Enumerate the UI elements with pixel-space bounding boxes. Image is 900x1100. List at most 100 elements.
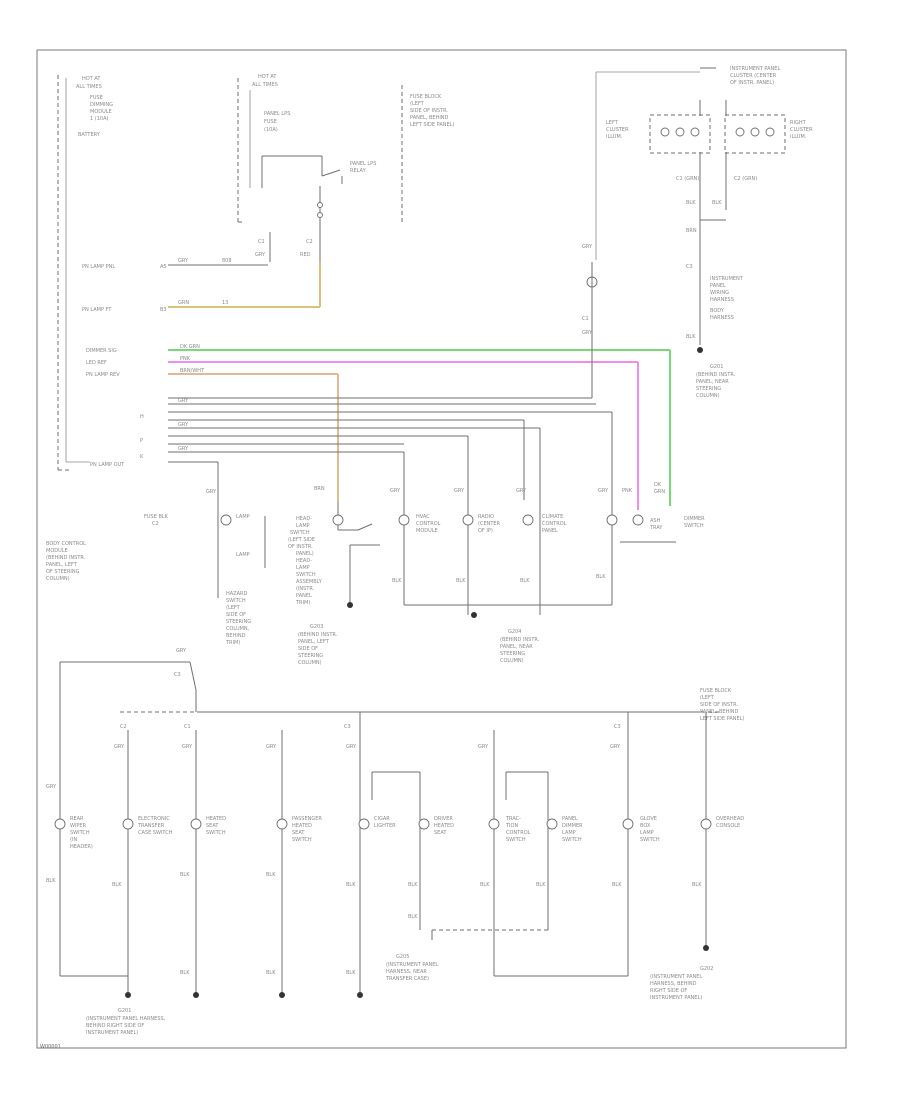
svg-text:SWITCH: SWITCH — [290, 530, 310, 536]
svg-text:GRY: GRY — [178, 446, 189, 452]
svg-text:SEAT: SEAT — [206, 823, 219, 829]
svg-text:BATTERY: BATTERY — [78, 132, 101, 138]
svg-text:LED REF: LED REF — [86, 360, 107, 366]
svg-text:MODULE: MODULE — [46, 548, 68, 554]
svg-text:C3: C3 — [344, 724, 351, 730]
svg-text:(IN: (IN — [70, 837, 77, 843]
svg-text:C3: C3 — [614, 724, 621, 730]
svg-text:C3: C3 — [686, 264, 693, 270]
svg-text:BEHIND RIGHT SIDE OF: BEHIND RIGHT SIDE OF — [86, 1023, 144, 1029]
svg-text:INSTRUMENT PANEL: INSTRUMENT PANEL — [730, 66, 780, 72]
svg-text:HEADER): HEADER) — [70, 844, 93, 850]
svg-text:808: 808 — [222, 258, 232, 264]
svg-text:CLUSTER: CLUSTER — [606, 127, 629, 133]
svg-text:FUSE: FUSE — [264, 119, 277, 125]
svg-text:SWITCH: SWITCH — [292, 837, 312, 843]
svg-text:BLK: BLK — [612, 882, 622, 888]
svg-text:CONSOLE: CONSOLE — [716, 823, 740, 829]
svg-text:COLUMN): COLUMN) — [298, 660, 322, 666]
svg-text:(BEHIND INSTR.: (BEHIND INSTR. — [46, 555, 86, 561]
svg-text:GRY: GRY — [478, 744, 489, 750]
svg-text:SWITCH: SWITCH — [640, 837, 660, 843]
svg-text:PANEL: PANEL — [710, 283, 726, 289]
svg-text:HOT AT: HOT AT — [82, 76, 101, 82]
svg-text:SIDE OF: SIDE OF — [298, 646, 318, 652]
svg-text:B3: B3 — [160, 307, 167, 313]
svg-text:ILLUM.: ILLUM. — [790, 134, 807, 140]
svg-text:SWITCH: SWITCH — [70, 830, 90, 836]
svg-text:HARNESS, NEAR: HARNESS, NEAR — [386, 969, 427, 975]
svg-text:C2 (GRN): C2 (GRN) — [734, 176, 757, 182]
dimming-module: HOT AT ALL TIMES FUSE DIMMING MODULE 1 (… — [46, 75, 113, 582]
svg-text:CONTROL: CONTROL — [506, 830, 531, 836]
svg-text:DIMMER: DIMMER — [562, 823, 583, 829]
svg-text:PANEL, LEFT: PANEL, LEFT — [46, 562, 78, 568]
svg-text:ILLUM.: ILLUM. — [606, 134, 623, 140]
svg-text:G201: G201 — [710, 364, 723, 370]
svg-text:FUSE BLOCK: FUSE BLOCK — [410, 94, 442, 100]
svg-text:G201: G201 — [118, 1008, 131, 1014]
svg-text:CLUSTER (CENTER: CLUSTER (CENTER — [730, 73, 777, 79]
svg-text:DK GRN: DK GRN — [180, 344, 200, 350]
svg-text:SWITCH: SWITCH — [206, 830, 226, 836]
svg-text:C3: C3 — [174, 672, 181, 678]
svg-text:GRY: GRY — [178, 422, 189, 428]
middle-switches: GRY LAMP LAMP HAZARD SWITCH (LEFT SIDE O… — [144, 412, 705, 666]
svg-text:(10A): (10A) — [264, 127, 278, 133]
svg-text:PANEL, BEHIND: PANEL, BEHIND — [410, 115, 449, 121]
svg-text:ALL TIMES: ALL TIMES — [76, 84, 102, 90]
bottom-switches: REAR WIPER SWITCH (IN HEADER) BLK GRY EL… — [46, 712, 744, 1036]
svg-text:(BEHIND INSTR.: (BEHIND INSTR. — [298, 632, 338, 638]
svg-text:PN LAMP PNL: PN LAMP PNL — [82, 264, 115, 270]
svg-text:PN LAMP REV: PN LAMP REV — [86, 372, 120, 378]
svg-text:BLK: BLK — [180, 970, 190, 976]
svg-text:SIDE OF INSTR.: SIDE OF INSTR. — [410, 108, 448, 114]
svg-text:RADIO: RADIO — [478, 514, 494, 520]
svg-text:OVERHEAD: OVERHEAD — [716, 816, 744, 822]
svg-text:G204: G204 — [508, 629, 521, 635]
svg-text:PANEL, NEAR: PANEL, NEAR — [500, 644, 533, 650]
svg-text:GRY: GRY — [266, 744, 277, 750]
svg-text:(BEHIND INSTR.: (BEHIND INSTR. — [696, 372, 736, 378]
svg-text:BOX: BOX — [640, 823, 651, 829]
lower-bus: GRY C3 FUSE BLOCK (LEFT SIDE OF INSTR. P… — [59, 648, 744, 976]
svg-text:(INSTRUMENT PANEL HARNESS,: (INSTRUMENT PANEL HARNESS, — [86, 1016, 166, 1022]
svg-text:CIGAR: CIGAR — [374, 816, 390, 822]
svg-text:GRY: GRY — [516, 488, 527, 494]
svg-text:(CENTER: (CENTER — [478, 521, 501, 527]
svg-text:HAZARD: HAZARD — [226, 591, 248, 597]
input-wires: PN LAMP PNL A5 GRY 808 PN LAMP FT B3 GRN… — [82, 258, 671, 510]
svg-text:BLK: BLK — [266, 970, 276, 976]
svg-text:STEERING: STEERING — [500, 651, 525, 657]
svg-text:A5: A5 — [160, 264, 167, 270]
svg-text:HARNESS, BEHIND: HARNESS, BEHIND — [650, 981, 697, 987]
svg-text:PANEL LPS: PANEL LPS — [350, 161, 376, 167]
svg-text:CONTROL: CONTROL — [416, 521, 441, 527]
svg-text:GRY: GRY — [114, 744, 125, 750]
svg-text:TION: TION — [505, 823, 518, 829]
svg-text:STEERING: STEERING — [696, 386, 721, 392]
svg-text:BODY: BODY — [710, 308, 725, 314]
footer-code: W00001 — [40, 1044, 61, 1050]
svg-text:LAMP: LAMP — [296, 523, 310, 529]
svg-text:CASE SWITCH: CASE SWITCH — [138, 830, 173, 836]
svg-text:GRY: GRY — [178, 398, 189, 404]
svg-text:P: P — [140, 438, 143, 444]
svg-text:OF IP): OF IP) — [478, 528, 493, 534]
svg-text:GRY: GRY — [610, 744, 621, 750]
svg-text:FUSE: FUSE — [90, 95, 103, 101]
svg-text:BLK: BLK — [712, 200, 722, 206]
svg-text:INSTRUMENT: INSTRUMENT — [710, 276, 744, 282]
svg-text:BLK: BLK — [112, 882, 122, 888]
svg-text:1 (10A): 1 (10A) — [90, 116, 109, 122]
svg-text:HEAD-: HEAD- — [296, 516, 312, 522]
svg-text:GRN: GRN — [654, 489, 665, 495]
svg-text:(LEFT: (LEFT — [226, 605, 241, 611]
svg-text:C1: C1 — [582, 316, 589, 322]
svg-text:LAMP: LAMP — [640, 830, 654, 836]
svg-text:SEAT: SEAT — [434, 830, 447, 836]
svg-text:RED: RED — [300, 252, 311, 258]
svg-text:(LEFT: (LEFT — [700, 695, 715, 701]
svg-text:SWITCH: SWITCH — [226, 598, 246, 604]
svg-text:(LEFT SIDE: (LEFT SIDE — [288, 537, 315, 543]
